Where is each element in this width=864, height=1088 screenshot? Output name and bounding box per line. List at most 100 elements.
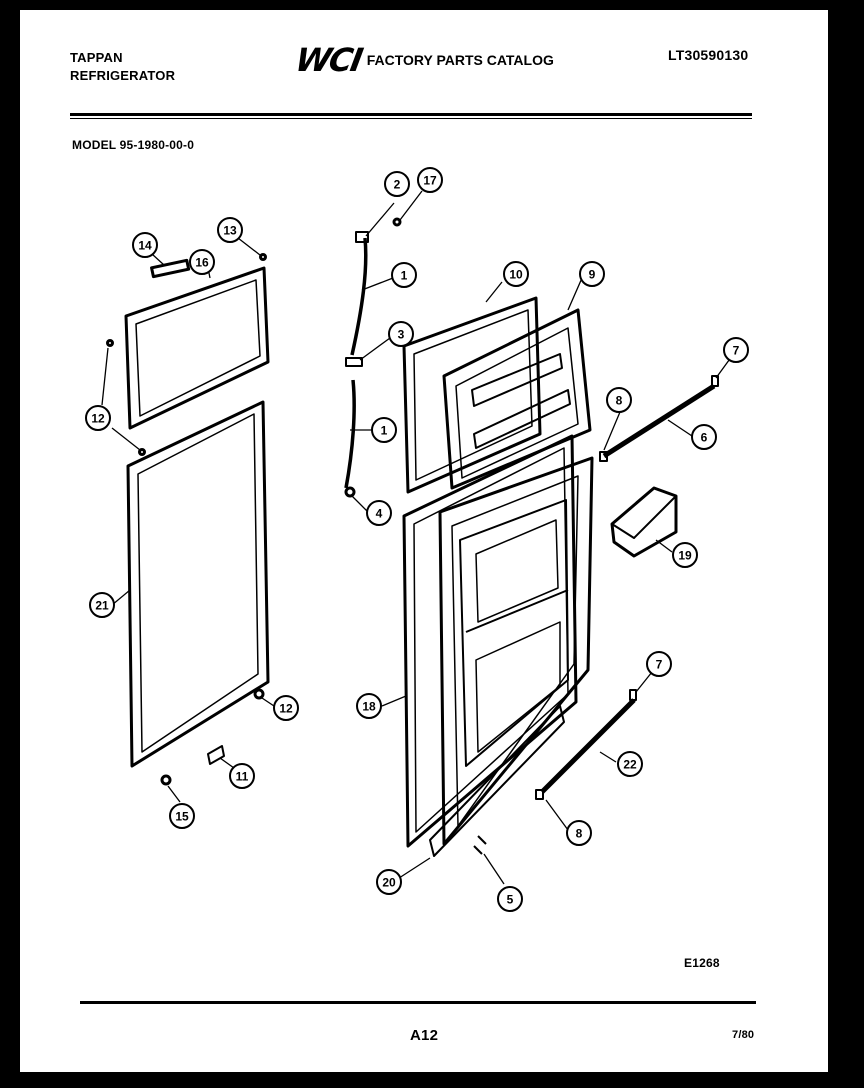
callout-circle (356, 693, 382, 719)
callout-number: 7 (656, 658, 663, 672)
screw-12a (106, 339, 114, 347)
freezer-door-liner (442, 308, 592, 490)
callout-number: 6 (701, 431, 708, 445)
callout-c14: 14 (132, 232, 158, 258)
spacer-8b (535, 789, 544, 800)
callout-circle (606, 387, 632, 413)
callout-number: 16 (195, 256, 209, 270)
callout-circle (371, 417, 397, 443)
callout-c16top: 16 (189, 249, 215, 275)
callout-circle (646, 651, 672, 677)
callout-number: 8 (576, 827, 583, 841)
callout-circle (579, 261, 605, 287)
figure-code: E1268 (684, 956, 720, 970)
catalog-title: FACTORY PARTS CATALOG (366, 52, 554, 68)
callout-circle (217, 217, 243, 243)
freezer-door-gasket (124, 266, 270, 430)
fresh-food-door-liner (438, 456, 594, 846)
callout-c15: 15 (169, 803, 195, 829)
callout-number: 20 (382, 876, 396, 890)
footer-rule (80, 1001, 756, 1004)
dairy-compartment-cover (610, 486, 678, 558)
hinge-top-2 (355, 231, 369, 243)
date-code: 7/80 (732, 1029, 755, 1041)
hinge-11 (207, 745, 225, 765)
hinge-bar-lower (344, 379, 356, 489)
callout-circle (497, 886, 523, 912)
callout-c3: 3 (388, 321, 414, 347)
callout-c2: 2 (384, 171, 410, 197)
screw-12c (138, 448, 146, 456)
callout-number: 11 (236, 770, 249, 784)
callout-c20: 20 (376, 869, 402, 895)
product-type: REFRIGERATOR (70, 68, 176, 83)
callout-circle (566, 820, 592, 846)
parts-catalog-page: TAPPAN REFRIGERATOR WCI FACTORY PARTS CA… (20, 10, 828, 1072)
callout-number: 8 (616, 394, 623, 408)
callout-c1a: 1 (391, 262, 417, 288)
callout-circle (391, 262, 417, 288)
callout-c7b: 7 (646, 651, 672, 677)
screw-13 (259, 253, 267, 261)
callout-circle (273, 695, 299, 721)
hinge-bottom-4 (344, 486, 356, 498)
hinge-center-3 (345, 357, 363, 367)
callout-circle (89, 592, 115, 618)
callout-number: 5 (507, 893, 514, 907)
callout-circle (169, 803, 195, 829)
callout-c19: 19 (672, 542, 698, 568)
callout-c7a: 7 (723, 337, 749, 363)
header-rule (70, 113, 752, 116)
callout-circle (417, 167, 443, 193)
callout-circle (723, 337, 749, 363)
callout-number: 9 (589, 268, 596, 282)
callout-number: 15 (175, 810, 189, 824)
callout-c11: 11 (229, 763, 255, 789)
callout-circle (85, 405, 111, 431)
freezer-door-liner-gasket (402, 296, 542, 494)
screw-17 (392, 217, 402, 227)
callout-c6: 6 (691, 424, 717, 450)
page-number: A12 (410, 1027, 439, 1044)
callout-number: 3 (398, 328, 405, 342)
callout-circle (189, 249, 215, 275)
callout-c8b: 8 (566, 820, 592, 846)
screw-5 (477, 835, 487, 845)
model-number: MODEL 95-1980-00-0 (72, 138, 195, 152)
callout-c10: 10 (503, 261, 529, 287)
callout-number: 10 (509, 268, 523, 282)
hinge-bar-upper (350, 237, 368, 356)
handle-trim (150, 258, 191, 279)
callout-c13: 13 (217, 217, 243, 243)
end-cap-7a (711, 375, 719, 387)
callout-circle (366, 500, 392, 526)
catalog-header: WCI FACTORY PARTS CATALOG (293, 40, 554, 80)
callout-number: 13 (223, 224, 237, 238)
callout-number: 22 (623, 758, 637, 772)
callout-c12b: 12 (273, 695, 299, 721)
callout-number: 4 (376, 507, 383, 521)
callout-c12a: 12 (85, 405, 111, 431)
callout-number: 19 (678, 549, 692, 563)
screw-12b (253, 688, 265, 700)
callout-circle (503, 261, 529, 287)
callout-circle (132, 232, 158, 258)
callout-number: 18 (362, 700, 376, 714)
callout-circle (376, 869, 402, 895)
callout-circle (229, 763, 255, 789)
callout-number: 1 (381, 424, 388, 438)
callout-c22: 22 (617, 751, 643, 777)
callout-number: 14 (138, 239, 152, 253)
spacer-8a (599, 451, 608, 462)
callout-number: 1 (401, 269, 408, 283)
document-id: LT30590130 (668, 47, 749, 63)
callout-circle (672, 542, 698, 568)
callout-number: 12 (91, 412, 105, 426)
callout-c4: 4 (366, 500, 392, 526)
callout-number: 12 (279, 702, 293, 716)
callout-c18: 18 (356, 693, 382, 719)
callout-number: 21 (95, 599, 109, 613)
callout-circle (617, 751, 643, 777)
